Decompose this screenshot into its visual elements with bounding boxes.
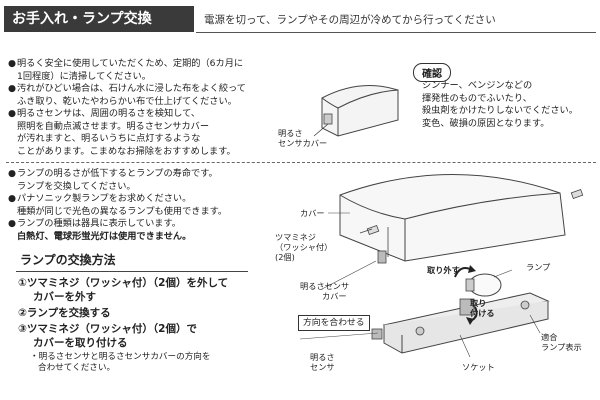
knob-screw-label: ツマミネジ （ワッシャ付） (2個) <box>275 232 333 262</box>
lamp-bulb <box>459 273 502 316</box>
lamp-bullet-3: ●ランプの種類は器具に表示しています。 白熱灯、電球形蛍光灯は使用できません。 <box>8 218 288 243</box>
confirm-note: シンナー、ベンジンなどの 揮発性のものでふいたり、 殺虫剤をかけたりしないでくだ… <box>422 80 578 129</box>
page-subtitle: 電源を切って、ランプやその周辺が冷めてから行ってください <box>204 14 496 26</box>
page-title: お手入れ・ランプ交換 <box>4 6 194 32</box>
header-rule <box>196 32 596 33</box>
step-3: ③ツマミネジ（ワッシャ付）（2個）で カバーを取り付ける <box>18 323 197 349</box>
compatible-lamp-label: 適合 ランプ表示 <box>541 332 582 352</box>
cover-shape <box>339 174 566 264</box>
sensor-label: 明るさ センサ <box>310 352 335 372</box>
lamp-bullet-1: ●ランプの明るさが低下するとランプの寿命です。 ランプを交換してください。 <box>8 168 218 192</box>
lamp-replace-diagram <box>299 174 584 358</box>
arrows <box>454 265 478 325</box>
sensor-cover-illustration <box>313 85 399 137</box>
care-bullet-3: ●明るさセンサは、周囲の明るさを検知して、 照明を自動点滅させます。明るさセンサ… <box>8 108 236 157</box>
lamp-replace-heading: ランプの交換方法 <box>16 253 248 272</box>
page-header: お手入れ・ランプ交換 電源を切って、ランプやその周辺が冷めてから行ってください <box>0 0 600 40</box>
knob-screws <box>359 188 584 236</box>
care-bullet-1: ●明るく安全に使用していただくため、定期的（6カ月に 1回程度）に清掃してくださ… <box>8 58 244 82</box>
socket-label: ソケット <box>462 362 495 372</box>
align-direction-label: 方向を合わせる <box>298 315 370 331</box>
section-divider <box>6 162 596 163</box>
remove-label: 取り外す <box>427 265 460 275</box>
lamp-label: ランプ <box>526 262 551 272</box>
step-1: ①ツマミネジ（ワッシャ付）（2個）を外して カバーを外す <box>18 277 229 303</box>
bold-warning: 白熱灯、電球形蛍光灯は使用できません。 <box>17 230 192 242</box>
care-bullet-2: ●汚れがひどい場合は、石けん水に浸した布をよく絞って ふき取り、乾いたやわらかい… <box>8 83 246 107</box>
cover-label: カバー <box>300 208 325 218</box>
attach-label: 取り 付ける <box>470 298 495 318</box>
step-3-note: ・明るさセンサと明るさセンサカバーの方向を 合わせてください。 <box>30 352 211 373</box>
confirm-label: 確認 <box>413 63 451 82</box>
step-2: ②ランプを交換する <box>18 307 111 319</box>
sensor-cover-label: 明るさ センサカバー <box>278 128 328 148</box>
sensor-cover-diagram-label: 明るさセンサ カバー <box>300 281 350 301</box>
lamp-bullet-2: ●パナソニック製ランプをお求めください。 種類が同じで光色の異なるランプも使用で… <box>8 193 228 217</box>
